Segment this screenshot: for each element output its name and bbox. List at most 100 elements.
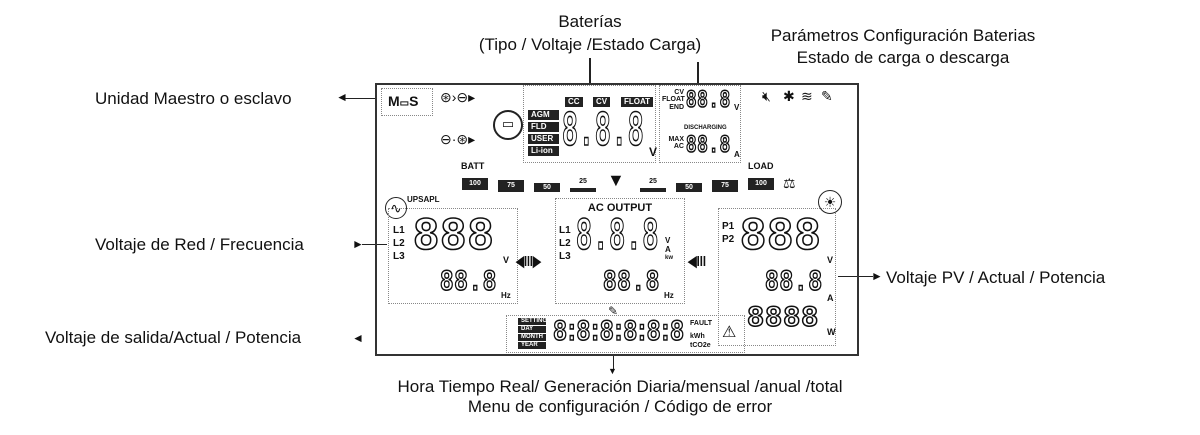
load-level-25-label: 25: [649, 178, 657, 185]
ac-output-title: AC OUTPUT: [587, 202, 653, 214]
usb-icon: ✎: [821, 88, 833, 104]
batt-level-25: 25: [570, 178, 596, 192]
connector-line: [362, 244, 387, 245]
batt-level-50: 50: [534, 183, 560, 192]
params-top-digits: 88.8: [685, 86, 731, 115]
load-level-25: 25: [640, 178, 666, 192]
flow-down-arrow-icon: ▼: [607, 170, 625, 190]
grid-box: [388, 208, 518, 304]
output-digits: 8.8.8: [576, 211, 659, 263]
bidirectional-flow-icon: ◀III▶: [516, 253, 541, 270]
type-user: USER: [528, 134, 559, 144]
line-l3: L3: [559, 251, 571, 262]
upsapl-label: UPSAPL: [407, 195, 440, 204]
arrow-left-icon: ◄: [336, 90, 348, 104]
params-bottom-unit: A: [734, 150, 740, 159]
line-l1: L1: [393, 225, 405, 236]
pv-current-digits: 88.8: [764, 266, 823, 300]
load-icon: ⚖: [783, 175, 796, 191]
params-bottom-labels: MAX AC: [662, 136, 684, 151]
mode-cc: CC: [565, 97, 583, 107]
kwh-label: kWh: [690, 333, 705, 340]
battery-voltage-unit: V: [649, 145, 658, 159]
params-bottom-digits: 88.8: [685, 131, 731, 160]
batt-label: BATT: [461, 161, 485, 171]
load-level-75: 75: [712, 180, 738, 192]
unit-v: V: [665, 236, 671, 245]
line-l3: L3: [393, 251, 405, 262]
discharging-label: DISCHARGING: [684, 125, 727, 131]
unit-a: A: [665, 245, 671, 254]
grid-voltage-unit: V: [503, 255, 510, 265]
params-top-unit: V: [734, 103, 740, 112]
pv-power-digits: 8888: [746, 302, 820, 336]
slave-letter: S: [409, 93, 419, 109]
connector-line: [589, 58, 591, 83]
connector-line: [613, 356, 614, 370]
batt-level-75: 75: [498, 180, 524, 192]
batt-level-100: 100: [462, 178, 488, 190]
type-fld: FLD: [528, 122, 559, 132]
bluetooth-icon: ✱: [783, 88, 795, 104]
tag-year: YEAR: [518, 342, 546, 349]
fault-label: FAULT: [690, 320, 713, 327]
tag-month: MONTH: [518, 334, 546, 341]
line-l2: L2: [393, 238, 405, 249]
solar-panel-icon: ☀: [818, 190, 842, 214]
arrow-right-icon: ►: [352, 237, 364, 251]
params-title: Parámetros Configuración Baterias: [770, 26, 1036, 45]
warning-icon: ⚠: [722, 324, 737, 341]
mode-float: FLOAT: [621, 97, 654, 107]
connector-line: [697, 62, 699, 83]
battery-subtitle: (Tipo / Voltaje /Estado Carga): [478, 35, 702, 54]
battery-box: [523, 85, 656, 163]
line-l2: L2: [559, 238, 571, 249]
mode-cv: CV: [593, 97, 611, 107]
grid-freq-unit: Hz: [501, 291, 511, 300]
arrow-right-icon: ◄: [352, 331, 364, 345]
connector-line: [838, 276, 873, 277]
bottom-box: [506, 315, 745, 353]
load-label: LOAD: [748, 161, 774, 171]
master-slave-label: Unidad Maestro o esclavo: [95, 89, 292, 108]
load-level-50: 50: [676, 183, 702, 192]
lcd-panel: [375, 83, 859, 356]
type-li-ion: Li-ion: [528, 146, 559, 156]
load-level-100: 100: [748, 178, 774, 190]
grid-lines: L1 L2 L3: [393, 224, 405, 263]
line-p1: P1: [722, 221, 735, 232]
label-end: END: [669, 103, 684, 111]
battery-icon: ▭: [493, 110, 523, 140]
wifi-icon: ≋: [801, 88, 813, 104]
clock-digits: 8:8:8:8:8:8: [552, 316, 684, 350]
grid-freq-digits: 88.8: [439, 266, 498, 300]
bottom-label-2: Menu de configuración / Código de error: [467, 397, 773, 416]
tag-day: DAY: [518, 326, 546, 333]
pv-to-grid-icon: ⊛›⊖▸: [440, 89, 476, 105]
pv-power-unit: W: [827, 327, 836, 337]
output-freq-unit: Hz: [664, 291, 674, 300]
output-lines: L1 L2 L3: [559, 224, 571, 263]
label-max: MAX: [668, 136, 684, 143]
pv-voltage-unit: V: [827, 255, 834, 265]
grid-to-pv-icon: ⊖·⊛▸: [440, 131, 476, 147]
master-slave-icon: M▭S: [388, 93, 419, 109]
mute-icon: 🔇︎: [762, 88, 771, 104]
pv-label: Voltaje PV / Actual / Potencia: [886, 268, 1106, 287]
ac-output-box: [555, 198, 685, 304]
pv-lines: P1 P2: [722, 220, 734, 246]
connector-line: [345, 98, 375, 99]
tco2e-label: tCO2e: [690, 342, 711, 349]
master-letter: M: [388, 93, 400, 109]
pv-voltage-digits: 888: [739, 211, 822, 263]
params-top-labels: CV FLOAT END: [662, 89, 685, 111]
pv-current-unit: A: [827, 293, 834, 303]
params-subtitle: Estado de carga o descarga: [796, 48, 1010, 67]
label-ac: AC: [673, 143, 684, 151]
bottom-label-1: Hora Tiempo Real/ Generación Diaria/mens…: [397, 377, 843, 396]
label-cv: CV: [674, 89, 684, 96]
batt-level-25-label: 25: [579, 178, 587, 185]
label-float: FLOAT: [662, 96, 685, 104]
pv-box: [718, 208, 836, 346]
